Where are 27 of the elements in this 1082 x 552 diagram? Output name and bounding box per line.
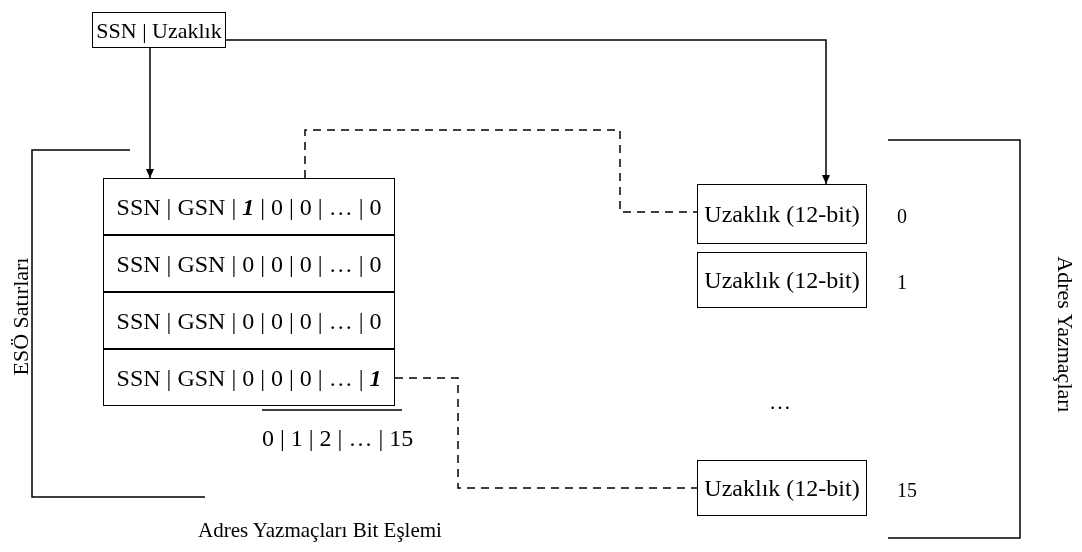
index-number: 1: [897, 270, 907, 295]
box-text: Uzaklık (12-bit): [704, 200, 860, 229]
caption-label: Adres Yazmaçları Bit Eşlemi: [197, 517, 443, 544]
index-number: 0: [897, 204, 907, 229]
ellipsis-label: …: [768, 388, 792, 416]
arrow: [225, 39, 830, 185]
axis-label: Adres Yazmaçları: [1051, 255, 1079, 415]
table-row: [103, 349, 395, 406]
box-text: SSN | Uzaklık: [96, 16, 222, 45]
index-number: 15: [897, 478, 917, 503]
box-text: SSN | GSN | 0 | 0 | 0 | … | 1: [116, 363, 382, 393]
box-text: SSN | GSN | 1 | 0 | 0 | … | 0: [116, 192, 382, 222]
table-row: [103, 292, 395, 349]
dashed-connector: [304, 129, 698, 213]
bit-index-label: 0 | 1 | 2 | … | 15: [262, 424, 412, 453]
box-text: SSN | GSN | 0 | 0 | 0 | … | 0: [116, 306, 382, 336]
axis-label: ESÖ Satırları: [6, 256, 34, 377]
register-box: [697, 460, 867, 516]
box-text: Uzaklık (12-bit): [704, 266, 860, 295]
table-row: [103, 235, 395, 292]
box-text: Uzaklık (12-bit): [704, 474, 860, 503]
register-box: [697, 252, 867, 308]
dashed-connector: [394, 377, 698, 489]
table-row: [103, 178, 395, 235]
register-box: [697, 184, 867, 244]
arrow: [146, 47, 154, 179]
box-text: SSN | GSN | 0 | 0 | 0 | … | 0: [116, 249, 382, 279]
